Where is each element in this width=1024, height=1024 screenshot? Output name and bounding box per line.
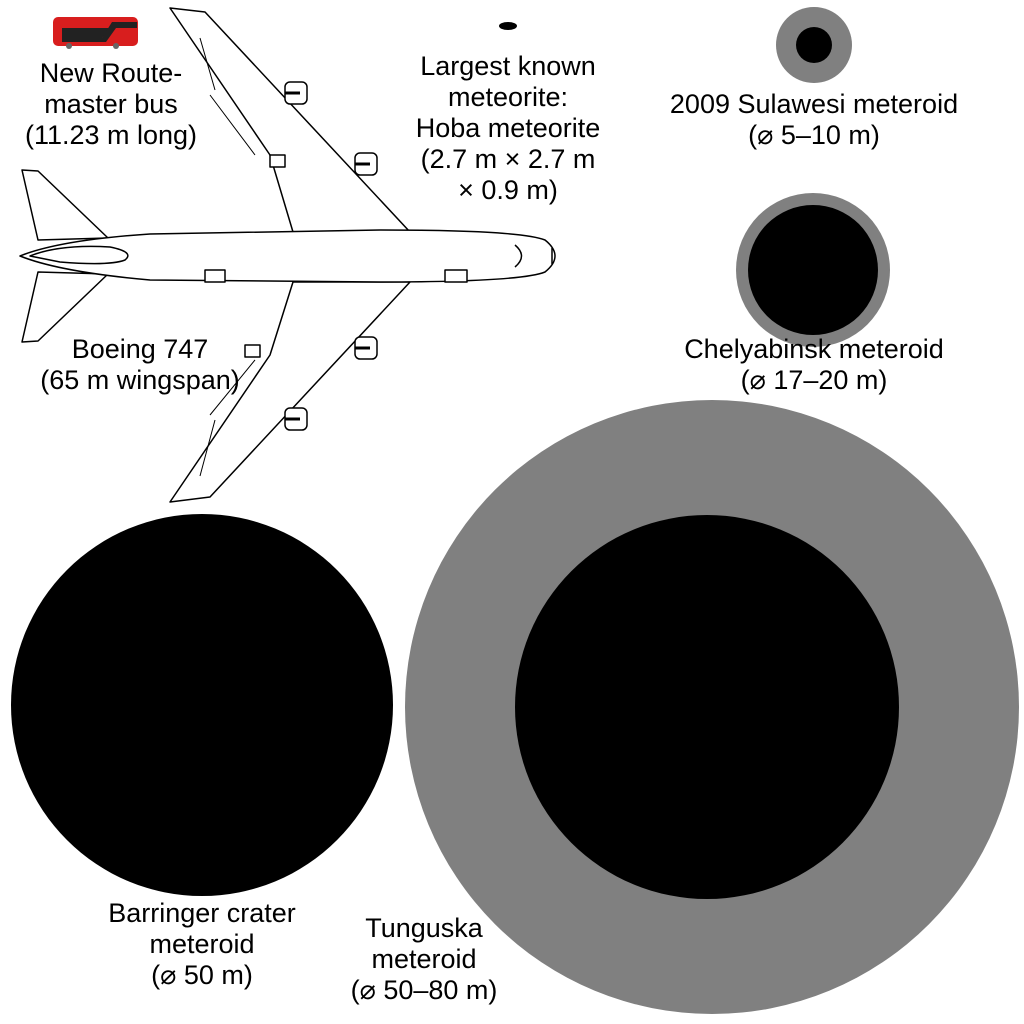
hoba-label: Largest known meteorite: Hoba meteorite … [416,51,601,206]
label-line: (⌀ 50 m) [151,960,253,990]
label-line: (⌀ 17–20 m) [740,365,888,395]
label-line: 2009 Sulawesi meteroid [669,89,959,119]
sulawesi-label: 2009 Sulawesi meteroid (⌀ 5–10 m) [670,89,958,151]
label-line: (65 m wingspan) [40,365,240,395]
boeing-747-icon [19,7,556,503]
barringer-circle [11,514,393,896]
label-line: New Route- [39,58,183,88]
bus-label: New Route- master bus (11.23 m long) [25,58,197,151]
label-line: (11.23 m long) [24,120,198,150]
label-line: meteroid [371,944,477,974]
sulawesi-core-circle [796,27,832,63]
label-line: meteorite: [447,82,569,112]
bus-icon [53,17,138,49]
chelyabinsk-core-circle [748,205,878,335]
boeing-label: Boeing 747 (65 m wingspan) [40,334,240,396]
label-line: (⌀ 5–10 m) [748,120,880,150]
label-line: Chelyabinsk meteroid [684,334,944,364]
hoba-meteorite-shape [499,22,517,30]
label-line: × 0.9 m) [458,175,558,205]
label-line: (2.7 m × 2.7 m [420,144,596,174]
tunguska-label: Tunguska meteroid (⌀ 50–80 m) [351,913,498,1006]
label-line: master bus [44,89,178,119]
label-line: Boeing 747 [71,334,209,364]
label-line: meteroid [149,929,255,959]
label-line: (⌀ 50–80 m) [350,975,498,1005]
label-line: Barringer crater [108,898,296,928]
barringer-label: Barringer crater meteroid (⌀ 50 m) [108,898,296,991]
tunguska-core-circle [515,515,899,899]
label-line: Tunguska [365,913,483,943]
chelyabinsk-label: Chelyabinsk meteroid (⌀ 17–20 m) [684,334,944,396]
label-line: Largest known [420,51,596,81]
label-line: Hoba meteorite [415,113,601,143]
